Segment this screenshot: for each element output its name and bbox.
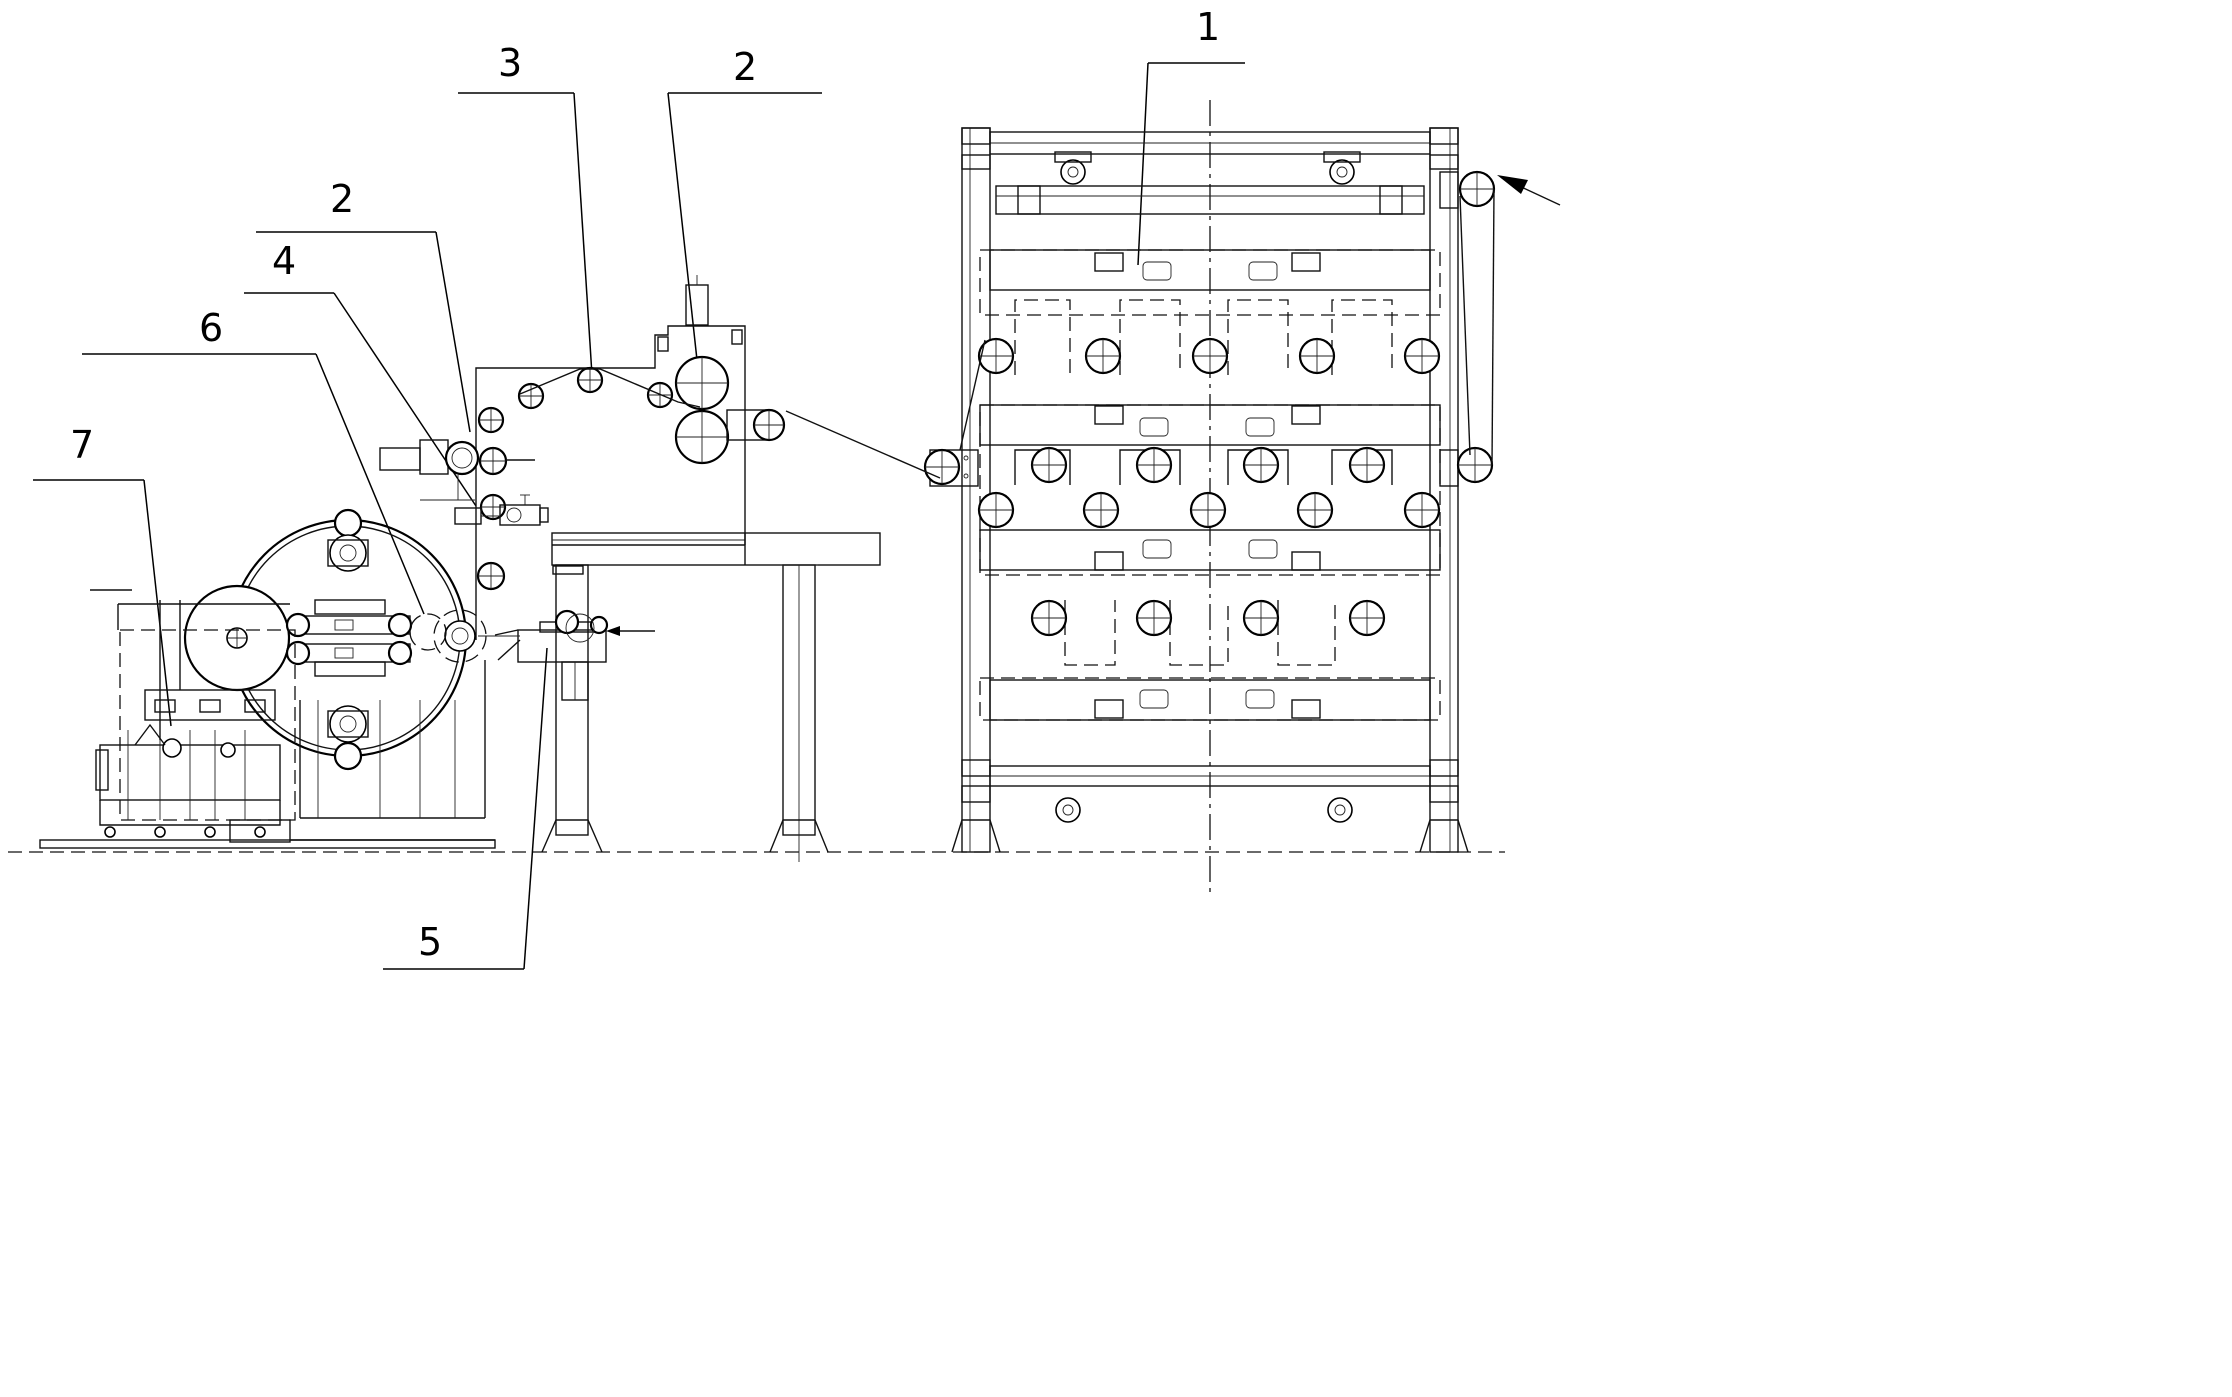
label-4: 4 xyxy=(272,239,296,283)
callouts: 1 2 3 2 4 6 7 5 xyxy=(33,5,1245,970)
label-5: 5 xyxy=(418,920,442,964)
unwinder xyxy=(183,508,520,841)
roll-row-middle xyxy=(977,446,1441,529)
mechanical-drawing: 1 2 3 2 4 6 7 5 xyxy=(8,5,1561,970)
left-machine xyxy=(39,589,496,849)
coating-unit xyxy=(379,275,881,862)
roll-row-upper xyxy=(977,337,1441,375)
roll-row-lower xyxy=(1030,599,1386,637)
label-3: 3 xyxy=(498,41,522,85)
accumulator-frame xyxy=(923,100,1561,892)
label-6: 6 xyxy=(199,306,223,350)
label-7: 7 xyxy=(70,423,94,467)
label-2-upper: 2 xyxy=(733,45,757,89)
label-1: 1 xyxy=(1196,5,1220,49)
label-2-lower: 2 xyxy=(330,177,354,221)
splicer xyxy=(494,565,655,701)
